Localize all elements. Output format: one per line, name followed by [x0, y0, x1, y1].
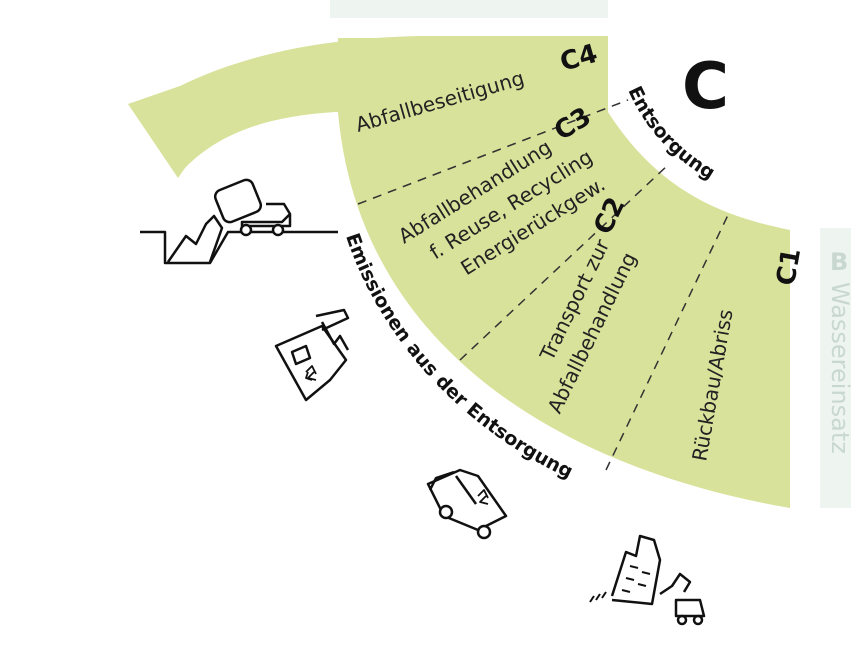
recycling-factory-icon: [274, 308, 350, 402]
fan-ring: [338, 38, 790, 508]
recycling-truck-icon: [426, 468, 508, 540]
phase-letter: C: [682, 50, 729, 124]
right-ghost-text: Wassereinsatz: [826, 282, 851, 454]
demolition-excavator-icon: [589, 534, 706, 626]
right-ghost-panel: [820, 228, 851, 508]
right-ghost-code: B: [830, 248, 848, 276]
landfill-truck-icon: [140, 178, 338, 265]
segment-c1-code: C1: [771, 246, 807, 288]
top-ghost-panel: [330, 0, 608, 18]
separator-c4-c3: [357, 99, 629, 205]
segment-separators: [357, 99, 729, 471]
